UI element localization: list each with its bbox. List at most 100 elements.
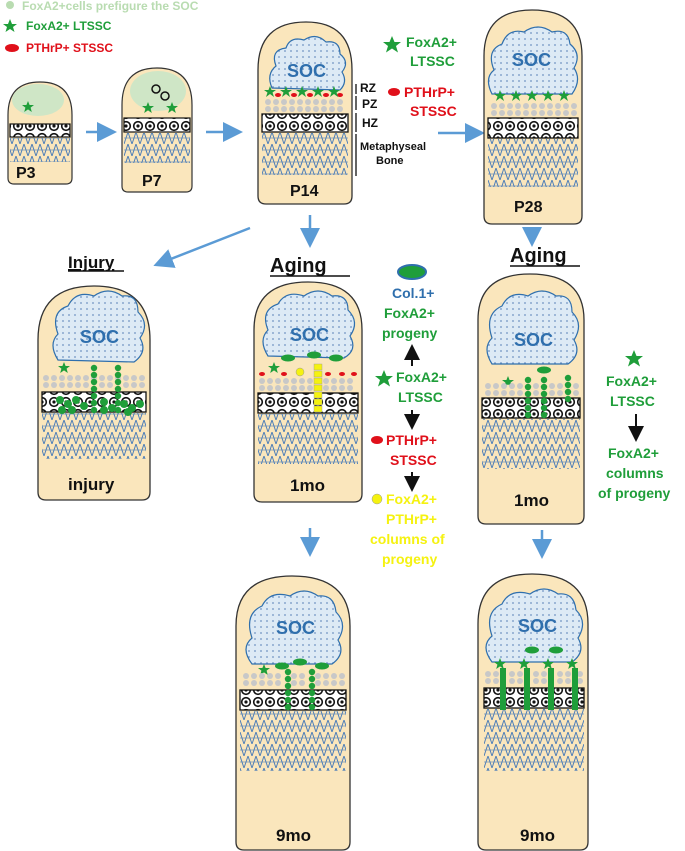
pz-cells bbox=[485, 671, 583, 684]
mid-yellow-line4: progeny bbox=[382, 551, 437, 567]
stage-label-injury: injury bbox=[68, 475, 115, 494]
legend: FoxA2+cells prefigure the SOC FoxA2+ LTS… bbox=[3, 0, 199, 55]
col1-oval bbox=[537, 366, 551, 374]
stage-label-aging-right-9mo: 9mo bbox=[520, 826, 555, 845]
stage-label-p28: P28 bbox=[514, 199, 543, 216]
stage-label-aging-left-9mo: 9mo bbox=[276, 826, 311, 845]
soc-region bbox=[52, 290, 146, 363]
stage-label-p7: P7 bbox=[142, 173, 162, 190]
yellow-dot-icon bbox=[371, 493, 383, 505]
zone-metaphyseal: Metaphyseal bbox=[360, 141, 426, 153]
p28-foxa2-line2: LTSSC bbox=[410, 53, 455, 69]
bone-aging-right-1mo: SOC 1mo bbox=[477, 273, 585, 525]
yellow-column bbox=[313, 363, 323, 413]
zone-labels: RZ PZ HZ Metaphyseal Bone bbox=[355, 81, 426, 176]
stage-label-aging-right-1mo: 1mo bbox=[514, 491, 549, 510]
soc-label: SOC bbox=[80, 327, 119, 347]
heading-injury: Injury bbox=[68, 253, 115, 272]
pz-cells bbox=[491, 103, 577, 116]
ltssc-star-icon bbox=[268, 362, 280, 373]
col1-oval-icon bbox=[397, 264, 427, 280]
ltssc-star-icon bbox=[22, 101, 34, 112]
p28-legend: FoxA2+ LTSSC PTHrP+ STSSC bbox=[383, 34, 457, 119]
pz-cells bbox=[243, 673, 345, 686]
bone-p7: P7 bbox=[121, 67, 193, 193]
legend-prefigure-text: FoxA2+cells prefigure the SOC bbox=[22, 0, 199, 13]
soc-label: SOC bbox=[287, 61, 326, 81]
ltssc-star-icon bbox=[166, 102, 178, 113]
prefigure-cluster bbox=[130, 71, 186, 111]
soc-region bbox=[486, 290, 580, 365]
soc-region bbox=[262, 290, 356, 359]
ltssc-row bbox=[494, 90, 570, 101]
col1-line2: FoxA2+ bbox=[384, 305, 435, 321]
zone-rz: RZ bbox=[360, 81, 376, 95]
heading-aging-left: Aging bbox=[270, 255, 327, 277]
legend-stssc-text: PTHrP+ STSSC bbox=[26, 41, 113, 55]
red-cells bbox=[275, 93, 343, 97]
ltssc-star-icon bbox=[258, 664, 270, 675]
right-col-line2: columns bbox=[606, 465, 664, 481]
soc-label: SOC bbox=[512, 50, 551, 70]
ltssc-row bbox=[264, 86, 340, 97]
arrow-to-injury bbox=[153, 226, 251, 268]
right-foxa2-line1: FoxA2+ bbox=[606, 373, 657, 389]
legend-red-oval-icon bbox=[5, 44, 19, 52]
ltssc-star-icon bbox=[375, 370, 393, 387]
heading-aging-right: Aging bbox=[510, 245, 567, 267]
legend-ltssc-text: FoxA2+ LTSSC bbox=[26, 19, 112, 33]
bone-aging-left-9mo: SOC 9mo bbox=[235, 575, 351, 851]
bone-injury: SOC injury bbox=[37, 285, 151, 501]
injury-green-columns bbox=[56, 364, 144, 416]
right-col-line1: FoxA2+ bbox=[608, 445, 659, 461]
ltssc-star-icon bbox=[58, 362, 70, 373]
col1-line3: progeny bbox=[382, 325, 437, 341]
soc-region bbox=[269, 35, 347, 91]
p28-pthrp-line1: PTHrP+ bbox=[404, 84, 455, 100]
soc-label: SOC bbox=[276, 618, 315, 638]
green-columns bbox=[500, 668, 578, 710]
stssc-oval-icon bbox=[388, 88, 400, 96]
bone-aging-right-9mo: SOC 9mo bbox=[477, 573, 589, 851]
red-cells bbox=[259, 372, 357, 376]
pz-cells bbox=[259, 378, 353, 391]
mid-foxa2-line1: FoxA2+ bbox=[396, 369, 447, 385]
mid-yellow-line1: FoxA2+ bbox=[386, 491, 437, 507]
middle-lineage: Col.1+ FoxA2+ progeny FoxA2+ LTSSC PTHrP… bbox=[370, 264, 447, 567]
legend-star-icon bbox=[3, 19, 17, 32]
p28-pthrp-line2: STSSC bbox=[410, 103, 457, 119]
mid-foxa2-line2: LTSSC bbox=[398, 389, 443, 405]
zone-hz: HZ bbox=[362, 116, 378, 130]
bone-p3: P3 bbox=[7, 81, 73, 185]
ltssc-star-icon bbox=[142, 102, 154, 113]
soc-region bbox=[245, 590, 344, 665]
mid-yellow-line2: PTHrP+ bbox=[386, 511, 437, 527]
legend-green-dot-icon bbox=[6, 1, 14, 9]
zone-bone: Bone bbox=[376, 155, 404, 167]
p28-foxa2-line1: FoxA2+ bbox=[406, 34, 457, 50]
bone-aging-left-1mo: SOC 1mo bbox=[253, 281, 363, 503]
col1-line1: Col.1+ bbox=[392, 285, 434, 301]
ltssc-star-icon bbox=[383, 36, 401, 53]
pz-cells bbox=[265, 99, 343, 112]
green-columns bbox=[284, 668, 316, 711]
soc-label: SOC bbox=[514, 330, 553, 350]
prefigure-cluster bbox=[12, 84, 64, 116]
ltssc-star-icon bbox=[625, 350, 643, 367]
green-columns bbox=[524, 374, 572, 419]
soc-label: SOC bbox=[290, 325, 329, 345]
ltssc-row bbox=[494, 658, 578, 669]
right-foxa2-line2: LTSSC bbox=[610, 393, 655, 409]
yellow-cell bbox=[295, 367, 305, 377]
col1-ovals bbox=[281, 351, 343, 362]
zone-pz: PZ bbox=[362, 97, 377, 111]
stage-label-p3: P3 bbox=[16, 165, 36, 182]
col1-ovals bbox=[275, 658, 329, 670]
right-lineage: FoxA2+ LTSSC FoxA2+ columns of progeny bbox=[598, 350, 671, 501]
mid-yellow-line3: columns of bbox=[370, 531, 445, 547]
soc-region bbox=[485, 588, 584, 663]
pz-cells bbox=[485, 383, 579, 396]
stage-label-p14: P14 bbox=[290, 183, 319, 200]
mid-pthrp-line1: PTHrP+ bbox=[386, 432, 437, 448]
